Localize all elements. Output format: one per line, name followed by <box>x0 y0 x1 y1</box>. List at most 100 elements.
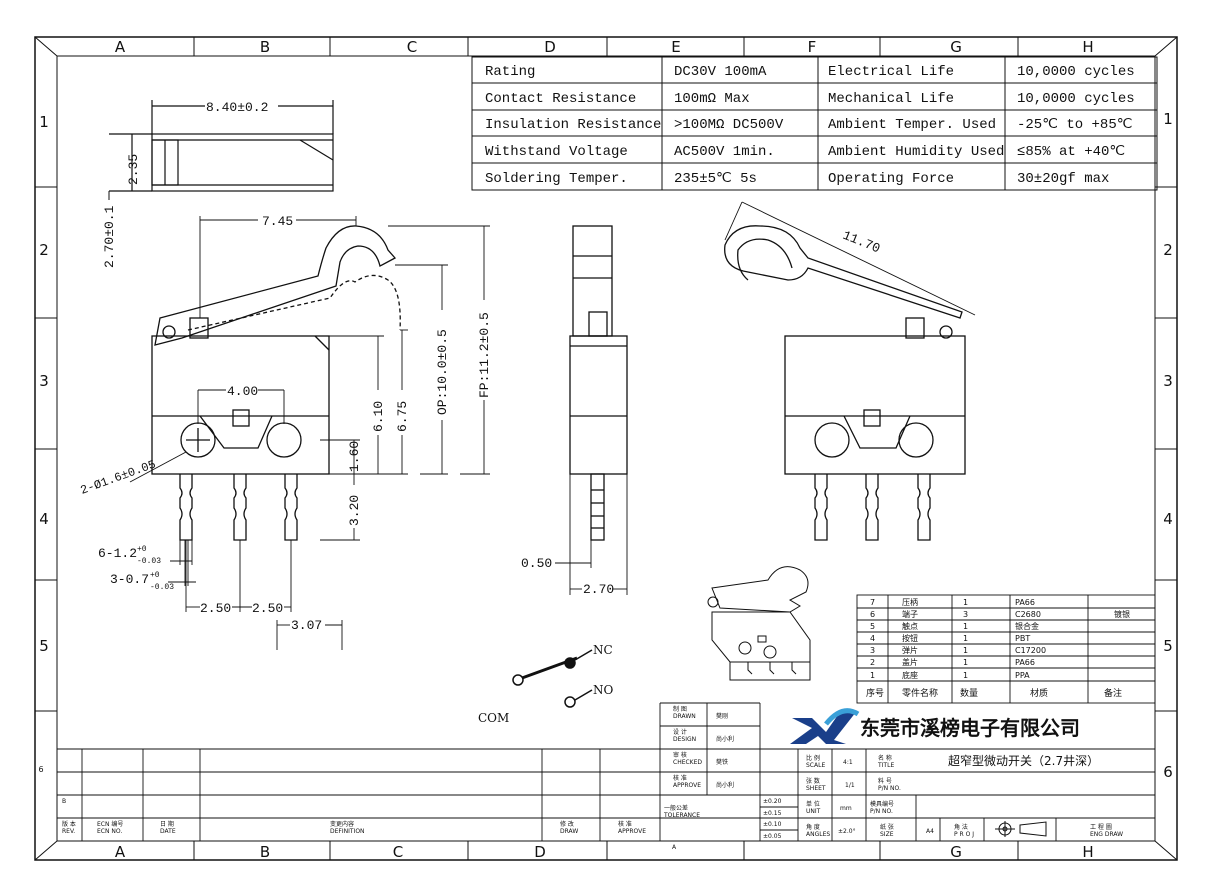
bom-cell: 1 <box>963 622 968 631</box>
row-label-right: 5 <box>1163 637 1173 655</box>
row-label-right: 4 <box>1163 510 1173 528</box>
col-label-top: D <box>544 38 556 56</box>
row-label-right: 2 <box>1163 241 1173 259</box>
col-label-top: A <box>115 38 126 56</box>
dim-3-20: 3.20 <box>347 495 362 526</box>
row-label-left: 5 <box>39 637 49 655</box>
dim-2-70: 2.70±0.1 <box>102 205 117 268</box>
col-label-top: E <box>671 38 680 56</box>
front-view <box>151 225 401 541</box>
dim-1-60: 1.60 <box>347 441 362 472</box>
bom-cell: 4 <box>870 634 875 643</box>
part-title: 超窄型微动开关（2.7井深） <box>948 753 1099 768</box>
dim-6-75: 6.75 <box>395 401 410 432</box>
spec-cell: Mechanical Life <box>828 91 954 107</box>
row-label-left: 6 <box>38 765 43 774</box>
spec-cell: AC500V 1min. <box>674 144 775 160</box>
bom-cell: 1 <box>870 671 875 680</box>
row-label-left: 1 <box>39 113 49 131</box>
dim-op: OP:10.0±0.5 <box>435 329 450 415</box>
col-label-top: H <box>1082 38 1093 56</box>
title-block <box>57 702 1155 841</box>
tb-value: 4:1 <box>843 759 853 766</box>
dim-0-50: 0.50 <box>521 556 552 571</box>
spec-cell: 10,0000 cycles <box>1017 64 1135 80</box>
tol-upper: +0 <box>150 571 160 580</box>
bom-cell: 1 <box>963 634 968 643</box>
bom-cell: 1 <box>963 598 968 607</box>
dim-2-50-b: 2.50 <box>252 601 283 616</box>
column-ticks <box>35 37 1177 860</box>
spec-cell: Contact Resistance <box>485 91 636 107</box>
com-label: COM <box>478 711 509 725</box>
top-view <box>109 100 334 192</box>
spec-cell: >100MΩ DC500V <box>674 117 784 133</box>
row-label-right: 6 <box>1163 763 1173 781</box>
spec-cell: Ambient Humidity Used <box>828 144 1004 160</box>
company-name: 东莞市溪榜电子有限公司 <box>860 716 1080 740</box>
bom-cell: 底座 <box>902 670 918 680</box>
bom-cell: 按钮 <box>902 633 918 643</box>
dim-2-35: 2.35 <box>126 154 141 185</box>
company-logo <box>790 708 860 744</box>
dim-fp: FP:11.2±0.5 <box>477 312 492 398</box>
bom-cell: 3 <box>963 610 968 619</box>
col-label-top: G <box>950 38 962 56</box>
bom-cell: 1 <box>963 646 968 655</box>
bom-table <box>856 594 1156 704</box>
spec-cell: 235±5℃ 5s <box>674 171 757 187</box>
bom-cell: PBT <box>1015 634 1030 643</box>
tb-value: ±0.15 <box>763 810 782 817</box>
bom-cell: 端子 <box>902 609 918 619</box>
dim-2-50-a: 2.50 <box>200 601 231 616</box>
dim-hole: 2-Ø1.6±0.05 <box>79 458 158 498</box>
row-label-right: 1 <box>1163 110 1173 128</box>
spec-table <box>471 56 1158 191</box>
bom-cell: 1 <box>963 658 968 667</box>
col-label-bottom: H <box>1082 843 1093 861</box>
spec-cell: 10,0000 cycles <box>1017 91 1135 107</box>
bom-header: 数量 <box>960 687 978 699</box>
bom-cell: 盖片 <box>902 657 918 667</box>
tol-lower: -0.03 <box>150 583 174 592</box>
bom-cell: PA66 <box>1015 658 1035 667</box>
bom-cell: 弹片 <box>902 645 918 655</box>
spec-cell: DC30V 100mA <box>674 64 767 80</box>
switch-symbol <box>512 649 593 708</box>
dim-3-07: 3.07 <box>291 618 322 633</box>
tb-value: 樊铁 <box>716 758 728 766</box>
bom-header: 材质 <box>1030 687 1048 699</box>
col-label-bottom: B <box>260 843 270 861</box>
row-label-left: 2 <box>39 241 49 259</box>
bom-cell: 2 <box>870 658 875 667</box>
row-label-left: 3 <box>39 372 49 390</box>
bom-cell: 7 <box>870 598 875 607</box>
bom-cell: 压柄 <box>902 597 918 607</box>
dim-4-00: 4.00 <box>227 384 258 399</box>
tb-value: 尚小利 <box>716 781 734 789</box>
projection-symbol <box>995 821 1047 837</box>
nc-label: NC <box>593 643 613 657</box>
dim-6-10: 6.10 <box>371 401 386 432</box>
dim-pin-0-7: 3-0.7 <box>110 572 149 587</box>
bom-header: 序号 <box>866 687 884 699</box>
spec-cell: ≤85% at +40℃ <box>1017 144 1125 160</box>
bom-cell: C17200 <box>1015 646 1046 655</box>
tb-value: ±2.0° <box>838 828 856 835</box>
spec-cell: Electrical Life <box>828 64 954 80</box>
bom-cell: 1 <box>963 671 968 680</box>
spec-cell: Operating Force <box>828 171 954 187</box>
dim-2-70-side: 2.70 <box>583 582 614 597</box>
dim-pin-1-2: 6-1.2 <box>98 546 137 561</box>
